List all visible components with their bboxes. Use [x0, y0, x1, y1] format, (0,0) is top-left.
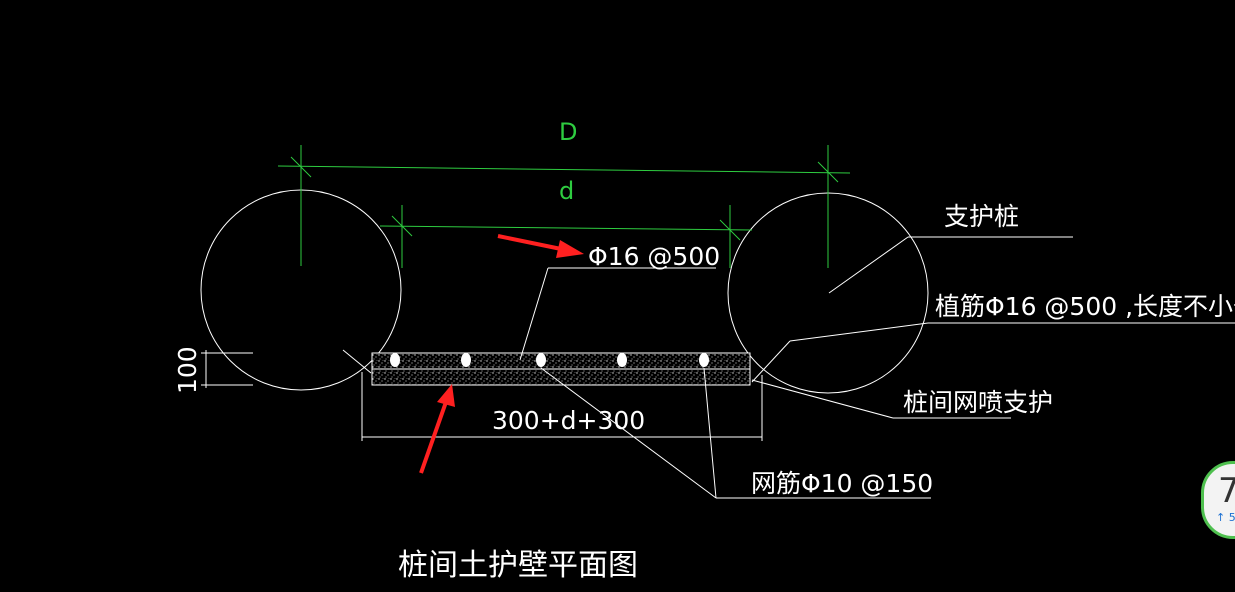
- label-wall: 桩间网喷支护: [903, 388, 1053, 417]
- dimension-thickness: [201, 350, 253, 388]
- drawing-title: 桩间土护壁平面图: [398, 548, 638, 583]
- rebar-dot: [461, 353, 471, 367]
- widget-value: 7: [1218, 471, 1235, 511]
- dimension-width: [361, 372, 763, 441]
- dimension-d: [379, 205, 753, 268]
- dim-D-label: D: [559, 118, 577, 146]
- widget-sub-value: 5: [1228, 511, 1235, 524]
- leader-anchor: [789, 322, 929, 342]
- tick-right: [751, 340, 791, 383]
- float-widget[interactable]: 7 ↑ 5: [1201, 461, 1235, 539]
- dim-d-label: d: [559, 177, 574, 205]
- label-bar-top: Φ16 @500: [588, 242, 720, 271]
- rebar-dot: [390, 353, 400, 367]
- red-arrow-bottom: [419, 384, 455, 474]
- label-pile: 支护桩: [944, 202, 1019, 231]
- rebar-dot: [699, 353, 709, 367]
- rebar-dot: [617, 353, 627, 367]
- red-arrow-top: [497, 234, 584, 258]
- dimension-D: [277, 145, 851, 268]
- leader-wall: [751, 379, 894, 419]
- leader-mesh-a: [540, 367, 717, 499]
- label-anchor: 植筋Φ16 @500 ,长度不小于10 钢筋直: [935, 292, 1235, 321]
- tick-left: [342, 349, 372, 374]
- rebar-dot: [536, 353, 546, 367]
- leader-bar: [519, 267, 549, 361]
- dim-thickness-label: 100: [173, 346, 202, 394]
- rebar-dots: [390, 353, 709, 367]
- up-arrow-icon: ↑: [1216, 511, 1226, 524]
- leader-pile: [828, 236, 909, 294]
- widget-sub: ↑ 5: [1216, 512, 1235, 523]
- leader-mesh-b: [703, 367, 717, 499]
- label-mesh: 网筋Φ10 @150: [751, 469, 933, 498]
- dim-width-label: 300+d+300: [492, 406, 645, 435]
